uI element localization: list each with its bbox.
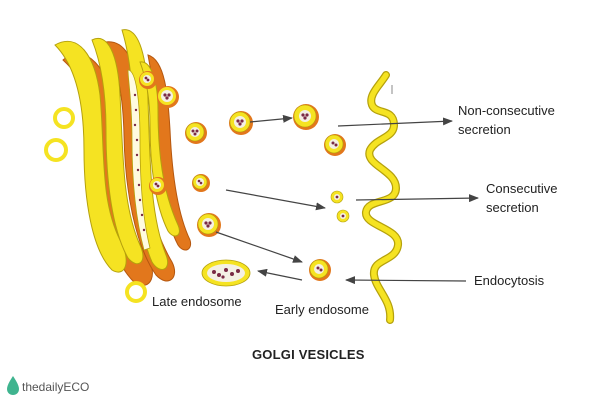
golgi-central-cisterna [127, 69, 151, 251]
golgi-cargo-dots [133, 93, 146, 232]
arrow-golgi-to-small-vesicle [225, 189, 326, 211]
vesicle-lower-left [197, 213, 221, 237]
golgi-bottom-vesicle [125, 281, 147, 303]
label-non-consecutive-line2: secretion [458, 122, 511, 137]
plasma-membrane-fill [363, 72, 401, 323]
label-consecutive-line1: Consecutive [486, 181, 558, 196]
arrow-consecutive-secretion [355, 194, 479, 203]
golgi-left-vesicle-2 [44, 138, 68, 162]
label-consecutive-line2: secretion [486, 200, 539, 215]
golgi-apparatus [44, 29, 192, 303]
golgi-membrane-yellow-1 [54, 40, 127, 273]
arrow-endocytosis [345, 276, 467, 285]
label-early-endosome: Early endosome [275, 302, 369, 317]
arrow-early-to-late-endosome [257, 268, 303, 281]
golgi-edge-vesicle-top [139, 71, 157, 89]
vesicle-mid-left [192, 174, 210, 192]
logo: thedailyECO [7, 376, 89, 395]
vesicle-top-right [293, 104, 319, 130]
diagram-title: GOLGI VESICLES [252, 347, 365, 362]
vesicle-top-center [229, 111, 253, 135]
vesicle-right-2 [324, 134, 346, 156]
arrow-golgi-to-early-endosome [215, 231, 303, 263]
golgi-edge-vesicle-mid [149, 177, 167, 195]
arrow-golgi-to-top-vesicle [249, 114, 293, 123]
logo-text: thedailyECO [22, 380, 89, 394]
early-endosome-vesicle [309, 259, 331, 281]
golgi-membrane-yellow-4 [139, 61, 180, 237]
vesicle-small-2 [336, 209, 350, 223]
label-non-consecutive-line1: Non-consecutive [458, 103, 555, 118]
late-endosome-vesicle [201, 259, 251, 287]
label-late-endosome: Late endosome [152, 294, 242, 309]
arrow-non-consecutive-secretion [337, 117, 453, 127]
golgi-edge-vesicle-top-2 [157, 86, 179, 108]
golgi-left-vesicle-1 [53, 107, 75, 129]
golgi-membrane-yellow-2 [91, 38, 144, 265]
label-endocytosis: Endocytosis [474, 273, 545, 288]
vesicle-top-left [185, 122, 207, 144]
arrows [215, 114, 479, 285]
water-drop-icon [7, 376, 19, 395]
vesicle-small-1 [330, 190, 344, 204]
